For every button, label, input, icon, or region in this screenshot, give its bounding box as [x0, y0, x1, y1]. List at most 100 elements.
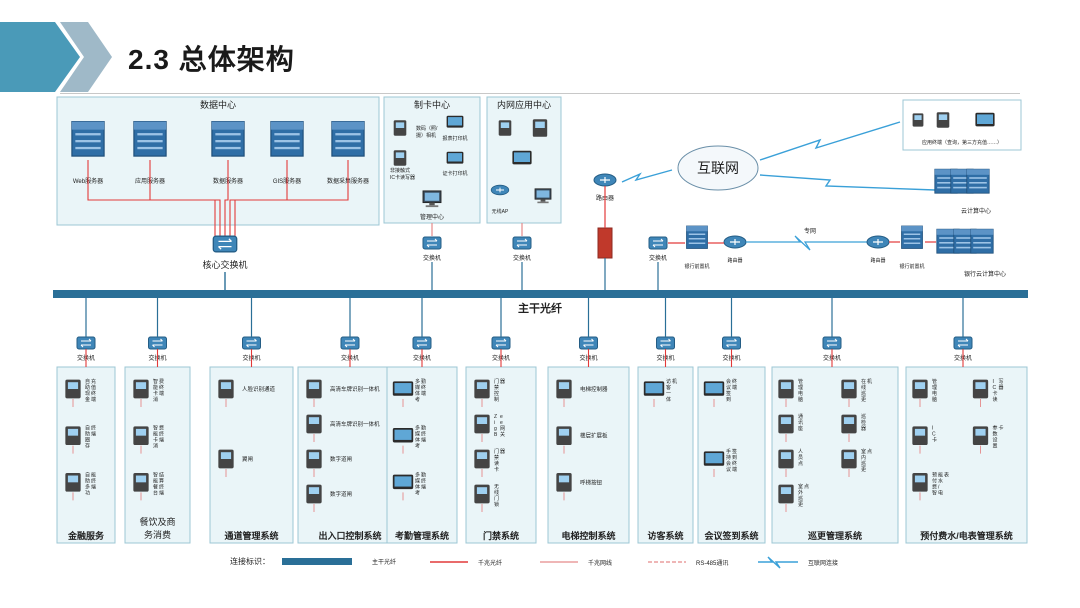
- svg-text:体: 体: [415, 390, 420, 397]
- subsystem-device-icon: [392, 474, 414, 490]
- svg-text:终: 终: [421, 431, 426, 438]
- card-switch-icon: [422, 236, 442, 250]
- svg-text:脑: 脑: [932, 396, 937, 403]
- subsystem-device-label: 巡检器: [861, 413, 866, 432]
- svg-text:端: 端: [159, 437, 164, 444]
- svg-text:理: 理: [798, 385, 803, 391]
- svg-text:功: 功: [85, 489, 90, 496]
- svg-text:多: 多: [415, 425, 420, 432]
- svg-text:能: 能: [153, 431, 158, 438]
- svg-text:媒: 媒: [415, 431, 420, 438]
- svg-text:持: 持: [726, 454, 731, 461]
- subsystem-device-icon: [474, 414, 490, 434]
- svg-text:Z: Z: [494, 414, 497, 420]
- page-title: 2.3 总体架构: [128, 44, 295, 75]
- svg-text:端: 端: [91, 396, 96, 403]
- subsystem-switch-icon: [722, 336, 741, 350]
- svg-text:终: 终: [159, 431, 164, 438]
- svg-text:机: 机: [867, 378, 872, 385]
- report-printer-label: 报表打印机: [442, 135, 467, 142]
- svg-text:制: 制: [494, 396, 499, 403]
- svg-text:e: e: [500, 420, 503, 426]
- svg-text:签: 签: [732, 448, 737, 455]
- intranet-switch-label: 交换机: [513, 254, 531, 262]
- subsystem-device-label: 呼梯按钮: [580, 478, 603, 486]
- legend-label: 连接标识：: [230, 556, 270, 566]
- svg-text:终: 终: [159, 483, 164, 490]
- subsystem-device-icon: [133, 426, 149, 446]
- card-printer-label: 证卡打印机: [442, 170, 467, 177]
- subsystem-title: 门禁系统: [483, 530, 519, 541]
- svg-text:内: 内: [861, 454, 866, 461]
- svg-text:智: 智: [153, 378, 158, 385]
- svg-text:e: e: [500, 414, 503, 420]
- svg-text:能: 能: [91, 471, 96, 478]
- subsystem-switch-icon: [76, 336, 96, 350]
- svg-text:终: 终: [91, 477, 96, 484]
- report-printer-icon: [446, 115, 464, 128]
- svg-text:管: 管: [798, 378, 803, 385]
- subsystem-device-label: 人脸识别通道: [242, 385, 276, 393]
- intranet-switch-icon: [512, 236, 532, 250]
- header-chevron-decoration: [0, 22, 112, 92]
- subsystem-device-label: 楼层扩展板: [580, 432, 608, 440]
- svg-text:端: 端: [91, 483, 96, 490]
- ap-label: 无线AP: [492, 208, 509, 215]
- subsystem-title: 预付费水/电表管理系统: [920, 530, 1013, 541]
- svg-text:费: 费: [159, 378, 164, 385]
- svg-text:门: 门: [494, 448, 499, 455]
- svg-text:算: 算: [159, 477, 164, 484]
- bank-cloud-label: 银行云计算中心: [964, 270, 1006, 278]
- svg-text:人: 人: [798, 449, 803, 455]
- subsystem-switch-icon: [242, 336, 261, 350]
- intranet-title: 内网应用中心: [497, 99, 551, 110]
- cloud-server-icon: [966, 168, 990, 194]
- subsystem-title: 餐饮及商: [139, 516, 175, 527]
- svg-text:锁: 锁: [494, 501, 499, 508]
- svg-text:智: 智: [932, 489, 937, 496]
- subsystem-device-label: 翼闸: [242, 455, 253, 463]
- svg-text:禁: 禁: [494, 385, 499, 391]
- svg-text:终: 终: [732, 378, 737, 385]
- svg-text:助: 助: [85, 384, 90, 391]
- app-terminal-label: 应用终端（查询，第三方充值……）: [922, 139, 1002, 146]
- svg-text:能: 能: [938, 471, 943, 478]
- camera-icon: [393, 120, 407, 136]
- subsystem-device-label: IC卡读写器: [993, 379, 1004, 403]
- svg-text:端: 端: [91, 431, 96, 438]
- subsystem-device-icon: [778, 484, 794, 504]
- svg-text:终: 终: [421, 384, 426, 391]
- reader-label: 非接触式: [390, 167, 410, 174]
- svg-text:到: 到: [732, 454, 737, 461]
- svg-text:会: 会: [726, 378, 731, 385]
- laptop-icon: [512, 150, 532, 165]
- svg-text:禁: 禁: [494, 455, 499, 461]
- svg-text:消: 消: [153, 443, 158, 450]
- svg-text:会: 会: [726, 460, 731, 467]
- svg-text:自: 自: [85, 471, 90, 478]
- svg-text:C: C: [993, 385, 997, 391]
- bank-switch-label: 交换机: [649, 254, 667, 262]
- svg-text:端: 端: [732, 466, 737, 473]
- subsystem-device-icon: [841, 449, 857, 469]
- svg-text:预: 预: [932, 471, 937, 478]
- svg-text:一: 一: [666, 391, 671, 397]
- subsystem-title-2: 务消费: [144, 529, 171, 540]
- reader-label-2: IC卡读写器: [390, 174, 415, 181]
- subsystem-title: 通道管理系统: [224, 530, 278, 541]
- svg-text:点: 点: [798, 461, 803, 467]
- title-divider: [60, 93, 1020, 94]
- svg-text:圈: 圈: [85, 438, 90, 444]
- subsystem-device-icon: [841, 414, 857, 434]
